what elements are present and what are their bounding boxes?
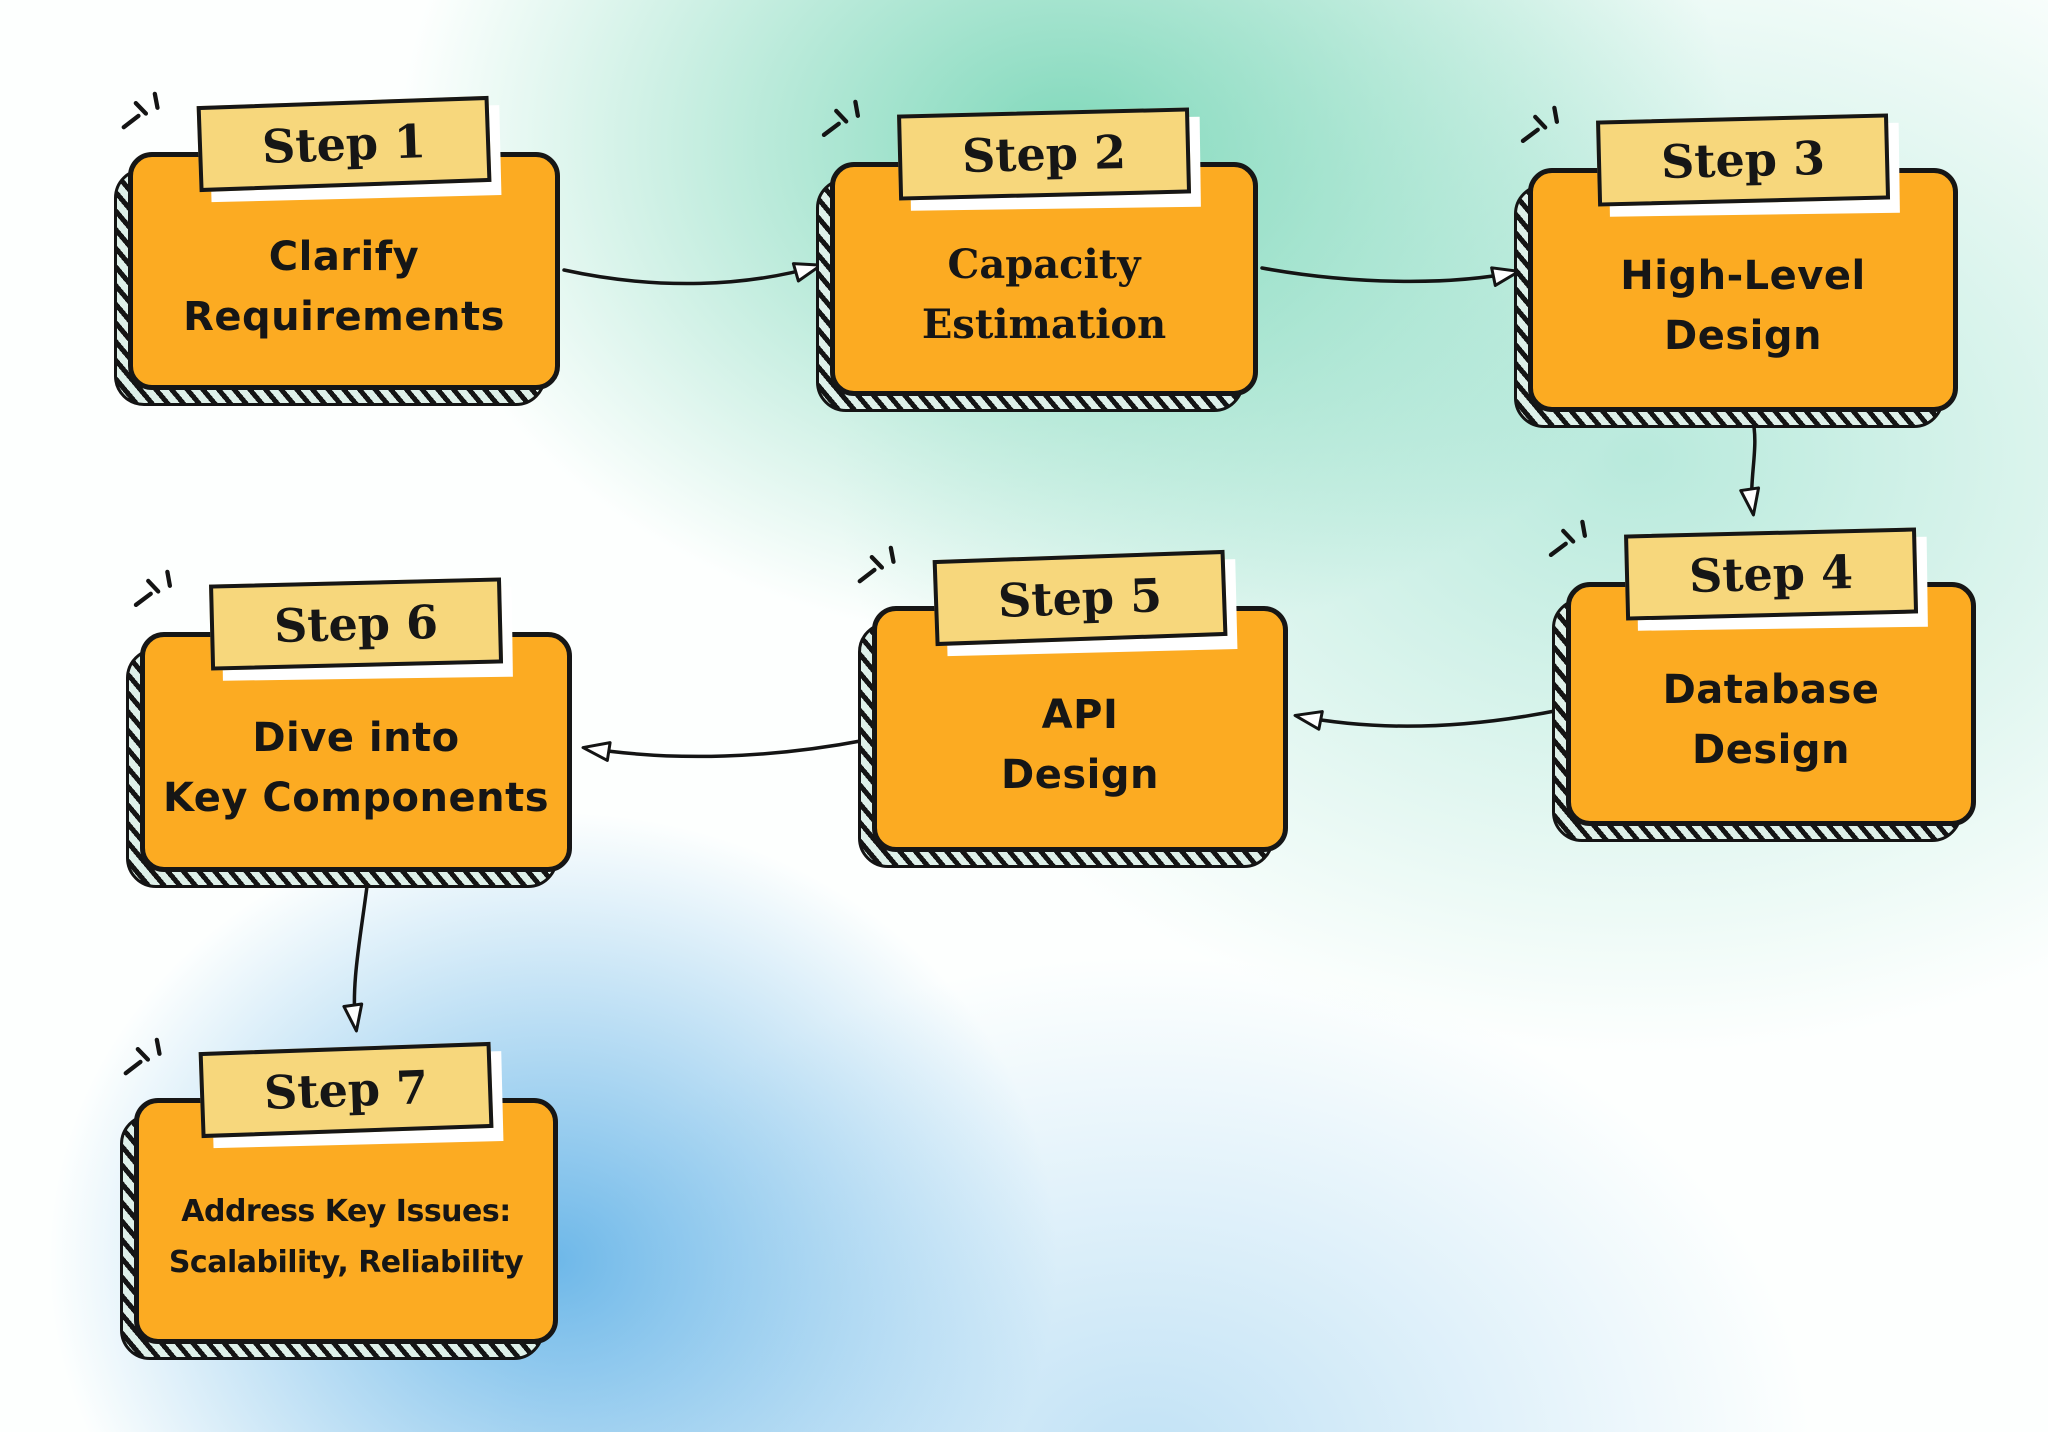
step-text: High-Level Design: [1620, 246, 1865, 366]
step-box: Step 5 API Design: [857, 545, 1288, 852]
step-text-line: Scalability, Reliability: [168, 1245, 524, 1280]
step-text-line: Design: [1664, 313, 1822, 359]
step-text-line: Requirements: [183, 294, 505, 340]
step-card-4: Step 4 Database Design: [1548, 519, 1976, 842]
step-label: Step 5: [932, 549, 1228, 647]
step-text: Dive into Key Components: [163, 708, 549, 828]
step-text-line: Address Key Issues:: [181, 1194, 511, 1229]
arrow-step3-step4: [1739, 414, 1761, 517]
step-text: Capacity Estimation: [922, 235, 1166, 355]
step-box: Step 2 Capacity Estimation: [821, 99, 1258, 396]
step-text-line: Key Components: [162, 775, 550, 821]
arrow-step4-step5: [1293, 708, 1562, 731]
sparkle-icon: [133, 569, 173, 608]
step-text-line: API: [1041, 692, 1119, 738]
arrow-step1-step2: [562, 262, 823, 286]
step-box: Step 4 Database Design: [1548, 519, 1976, 826]
sparkle-icon: [1548, 519, 1588, 558]
step-box: Step 3 High-Level Design: [1520, 105, 1958, 412]
step-text: Address Key Issues: Scalability, Reliabi…: [168, 1186, 524, 1288]
step-text-line: Estimation: [921, 301, 1167, 348]
arrow-step6-step7: [342, 876, 370, 1033]
step-card-3: Step 3 High-Level Design: [1514, 105, 1958, 428]
arrow-step5-step6: [581, 738, 868, 762]
sparkle-icon: [1520, 105, 1560, 144]
step-box: Step 6 Dive into Key Components: [133, 569, 572, 872]
step-card-1: Step 1 Clarify Requirements: [114, 91, 560, 406]
step-header: Step 3: [1520, 105, 1900, 217]
step-text-line: High-Level: [1620, 253, 1866, 299]
step-label: Step 1: [196, 95, 492, 193]
step-label: Step 2: [897, 107, 1191, 201]
step-text-line: Dive into: [252, 715, 460, 761]
sparkle-icon: [121, 91, 160, 130]
step-header: Step 1: [121, 91, 502, 203]
step-card-7: Step 7 Address Key Issues: Scalability, …: [120, 1037, 558, 1360]
step-box: Step 1 Clarify Requirements: [121, 91, 560, 390]
step-text: API Design: [1001, 685, 1159, 805]
sparkle-icon: [821, 99, 861, 138]
sparkle-icon: [857, 545, 896, 584]
step-label: Step 4: [1624, 527, 1918, 621]
step-card-2: Step 2 Capacity Estimation: [816, 99, 1258, 412]
step-card-5: Step 5 API Design: [857, 545, 1288, 868]
step-label: Step 3: [1596, 113, 1890, 207]
arrow-step2-step3: [1260, 266, 1521, 287]
step-header: Step 5: [857, 545, 1238, 657]
step-header: Step 7: [123, 1037, 504, 1149]
step-card-6: Step 6 Dive into Key Components: [126, 569, 572, 888]
step-text-line: Capacity: [947, 241, 1141, 288]
step-label: Step 6: [209, 577, 503, 671]
step-text: Database Design: [1663, 660, 1880, 780]
step-box: Step 7 Address Key Issues: Scalability, …: [123, 1037, 558, 1344]
step-header: Step 6: [133, 569, 513, 681]
step-text-line: Design: [1692, 727, 1850, 773]
sparkle-icon: [123, 1037, 162, 1076]
step-text-line: Design: [1001, 752, 1159, 798]
step-header: Step 2: [821, 99, 1201, 211]
step-label: Step 7: [198, 1041, 494, 1139]
step-text: Clarify Requirements: [183, 227, 505, 347]
step-text-line: Clarify: [268, 234, 420, 280]
step-header: Step 4: [1548, 519, 1928, 631]
step-text-line: Database: [1662, 667, 1880, 713]
